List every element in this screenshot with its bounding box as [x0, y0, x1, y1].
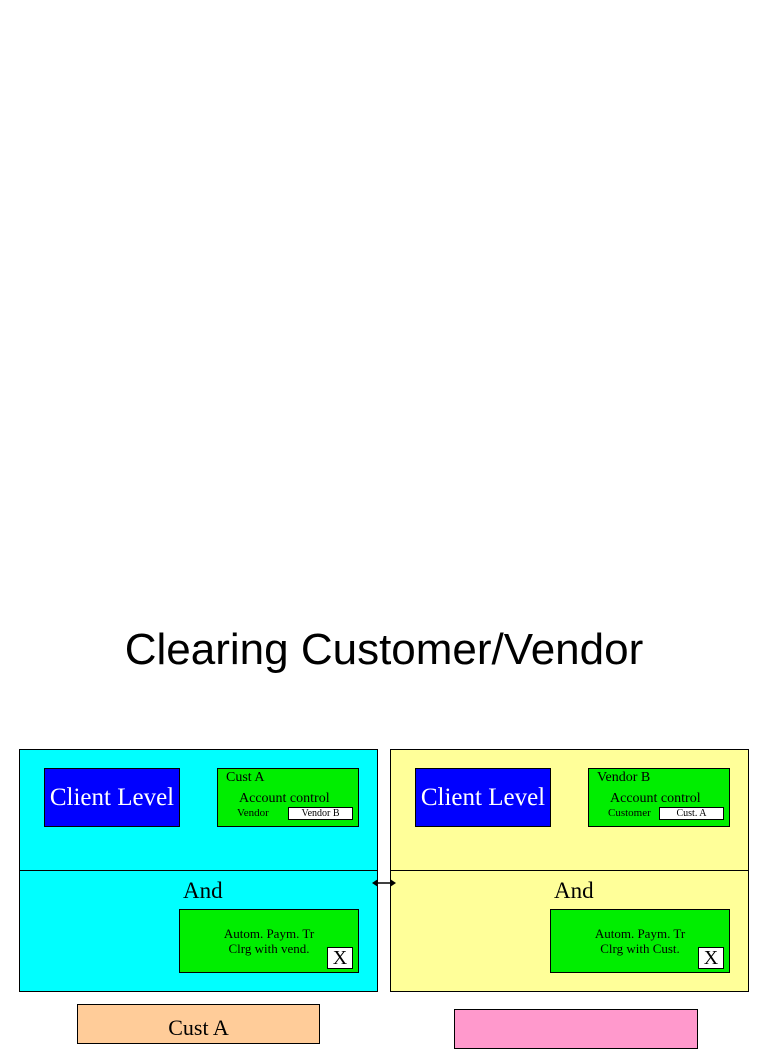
double-arrow-icon: [372, 879, 396, 887]
left-account-control-box: Cust A Account control Vendor Vendor B: [217, 768, 359, 827]
left-account-control-label: Account control: [239, 791, 330, 806]
right-payment-box: Autom. Paym. Tr Clrg with Cust. X: [550, 909, 730, 973]
right-account-control-box: Vendor B Account control Customer Cust. …: [588, 768, 730, 827]
bottom-left-box: Cust A: [77, 1004, 320, 1044]
right-client-level-box: Client Level: [415, 768, 551, 827]
left-payment-line1: Autom. Paym. Tr: [223, 926, 315, 941]
right-account-control-label: Account control: [610, 791, 701, 806]
right-and-label: And: [554, 878, 594, 903]
right-payment-line2: Clrg with Cust.: [600, 941, 680, 956]
left-client-level-box: Client Level: [44, 768, 180, 827]
right-payment-line1: Autom. Paym. Tr: [594, 926, 686, 941]
right-account-field-value: Cust. A: [659, 807, 724, 820]
bottom-left-label: Cust A: [168, 1015, 229, 1040]
right-account-field-label: Customer: [608, 807, 651, 819]
right-payment-checkbox[interactable]: X: [698, 947, 724, 969]
left-account-field-value: Vendor B: [288, 807, 353, 820]
left-payment-checkbox[interactable]: X: [327, 947, 353, 969]
left-account-field-label: Vendor: [237, 807, 269, 819]
right-client-panel: Client Level Vendor B Account control Cu…: [390, 749, 749, 992]
left-account-name: Cust A: [226, 770, 265, 785]
left-client-panel: Client Level Cust A Account control Vend…: [19, 749, 378, 992]
page-title: Clearing Customer/Vendor: [124, 625, 644, 674]
left-payment-box: Autom. Paym. Tr Clrg with vend. X: [179, 909, 359, 973]
right-account-name: Vendor B: [597, 770, 651, 785]
left-and-label: And: [183, 878, 223, 903]
bottom-right-box: [454, 1009, 698, 1049]
left-payment-line2: Clrg with vend.: [228, 941, 310, 956]
right-divider: [391, 870, 748, 871]
left-divider: [20, 870, 377, 871]
